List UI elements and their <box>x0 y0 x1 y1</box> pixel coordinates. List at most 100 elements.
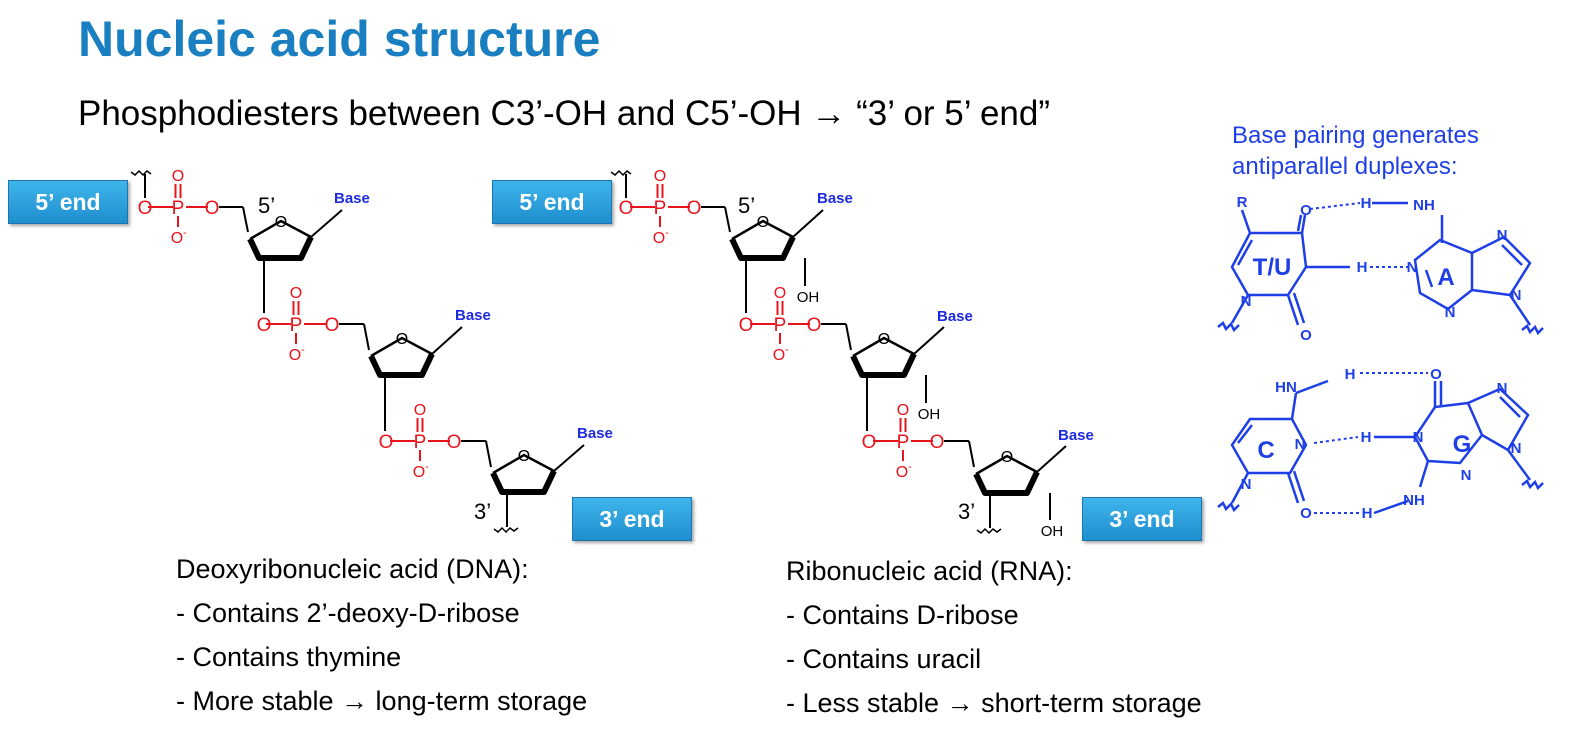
atom-label: N <box>1445 304 1456 321</box>
ring-oxygen-label: O <box>757 214 769 231</box>
atom-label: N <box>1241 293 1252 310</box>
rna-description: Ribonucleic acid (RNA): - Contains D-rib… <box>786 549 1202 725</box>
atom-label: R <box>1237 194 1248 211</box>
base-label: Base <box>577 425 613 442</box>
atom-label: O <box>1430 366 1442 383</box>
ring-oxygen-label: O <box>275 214 287 231</box>
oxygen-label: O <box>619 198 634 219</box>
oxygen-label: O <box>897 402 909 419</box>
oxygen-label: O <box>379 432 394 453</box>
base-a-label: A <box>1437 264 1454 291</box>
base-label: Base <box>1058 427 1094 444</box>
oxygen-label: O <box>687 198 702 219</box>
ring-oxygen-label: O <box>518 448 530 465</box>
five-prime-end-badge: 5’ end <box>492 180 612 224</box>
base-label: Base <box>937 308 973 325</box>
subtitle: Phosphodiesters between C3’-OH and C5’-O… <box>78 94 1051 133</box>
oxygen-label: O <box>930 432 945 453</box>
charge-label: - <box>908 461 912 473</box>
rna-heading: Ribonucleic acid (RNA): <box>786 556 1073 586</box>
atom-label: O <box>1300 327 1312 344</box>
base-g-label: G <box>1453 431 1472 458</box>
atom-label: N <box>1241 476 1252 493</box>
oxygen-label: O <box>257 315 272 336</box>
atom-label: H <box>1357 259 1368 276</box>
oxygen-label: O <box>862 432 877 453</box>
phosphorus-label: P <box>654 198 667 219</box>
oxygen-minus-label: O <box>653 230 665 247</box>
charge-label: - <box>301 344 305 356</box>
oxygen-label: O <box>205 198 220 219</box>
ring-oxygen-label: O <box>878 331 890 348</box>
phosphorus-label: P <box>414 432 427 453</box>
atom-label: NH <box>1403 492 1425 509</box>
phosphorus-label: P <box>290 315 303 336</box>
atom-label: N <box>1511 287 1522 304</box>
atom-label: N <box>1497 380 1508 397</box>
oxygen-minus-label: O <box>289 347 301 364</box>
three-prime-end-badge: 3’ end <box>1082 497 1202 541</box>
oxygen-label: O <box>325 315 340 336</box>
five-prime-end-badge: 5’ end <box>8 180 128 224</box>
rna-point: - Contains uracil <box>786 644 982 674</box>
base-label: Base <box>334 190 370 207</box>
atom-label: N <box>1295 436 1306 453</box>
hydroxyl-label: OH <box>797 289 820 306</box>
oxygen-label: O <box>290 285 302 302</box>
phosphorus-label: P <box>172 198 185 219</box>
c5-prime-label: 5’ <box>258 193 275 218</box>
oxygen-minus-label: O <box>896 464 908 481</box>
base-label: Base <box>817 190 853 207</box>
page-title: Nucleic acid structure <box>78 11 601 67</box>
charge-label: - <box>425 461 429 473</box>
atom-label: N <box>1461 467 1472 484</box>
c3-prime-label: 3’ <box>474 499 491 524</box>
base-pairing-diagram: R O H NH N O H N N N N HN H O N H N N O … <box>1217 194 1544 522</box>
oxygen-label: O <box>138 198 153 219</box>
ring-oxygen-label: O <box>1001 449 1013 466</box>
oxygen-label: O <box>172 168 184 185</box>
atom-label: O <box>1300 202 1312 219</box>
atom-label: H <box>1361 195 1372 212</box>
phosphorus-label: P <box>774 315 787 336</box>
hydroxyl-label: OH <box>918 406 941 423</box>
atom-label: N <box>1497 227 1508 244</box>
dna-description: Deoxyribonucleic acid (DNA): - Contains … <box>176 547 587 723</box>
three-prime-end-badge: 3’ end <box>572 497 692 541</box>
charge-label: - <box>785 344 789 356</box>
oxygen-label: O <box>807 315 822 336</box>
atom-label: H <box>1362 505 1373 522</box>
oxygen-minus-label: O <box>413 464 425 481</box>
oxygen-label: O <box>447 432 462 453</box>
atom-label: NH <box>1413 197 1435 214</box>
charge-label: - <box>183 227 187 239</box>
base-tu-label: T/U <box>1253 254 1292 281</box>
oxygen-minus-label: O <box>773 347 785 364</box>
base-label: Base <box>455 307 491 324</box>
atom-label: N <box>1407 259 1418 276</box>
rna-point: - Contains D-ribose <box>786 600 1019 630</box>
oxygen-label: O <box>739 315 754 336</box>
rna-point: - Less stable → short-term storage <box>786 688 1202 718</box>
ring-oxygen-label: O <box>396 331 408 348</box>
dna-point: - Contains 2’-deoxy-D-ribose <box>176 598 520 628</box>
base-c-label: C <box>1257 437 1274 464</box>
oxygen-label: O <box>654 168 666 185</box>
c3-prime-label: 3’ <box>958 499 975 524</box>
atom-label: N <box>1511 440 1522 457</box>
dna-point: - More stable → long-term storage <box>176 686 588 716</box>
phosphorus-label: P <box>897 432 910 453</box>
charge-label: - <box>665 227 669 239</box>
atom-label: HN <box>1275 379 1297 396</box>
hydroxyl-label: OH <box>1041 523 1064 540</box>
oxygen-label: O <box>774 285 786 302</box>
oxygen-label: O <box>414 402 426 419</box>
c5-prime-label: 5’ <box>738 193 755 218</box>
atom-label: N <box>1413 429 1424 446</box>
base-pairing-caption: Base pairing generates antiparallel dupl… <box>1232 122 1479 180</box>
atom-label: H <box>1345 366 1356 383</box>
dna-heading: Deoxyribonucleic acid (DNA): <box>176 554 529 584</box>
dna-point: - Contains thymine <box>176 642 402 672</box>
atom-label: H <box>1361 429 1372 446</box>
